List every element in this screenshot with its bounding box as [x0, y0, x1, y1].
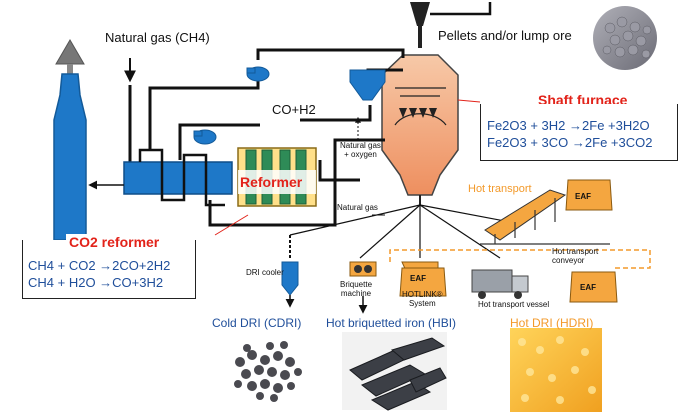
hot-transport-vessel-label: Hot transport vessel [478, 300, 550, 309]
dri-cooler [281, 261, 299, 296]
reformer-label: Reformer [240, 174, 303, 190]
stack [53, 73, 87, 241]
natural-gas-oxygen-label: Natural gas + oxygen [340, 141, 381, 159]
cdri-photo [222, 332, 312, 410]
exhaust-arrow [55, 39, 85, 65]
eaf-top-label: EAF [575, 192, 591, 201]
hot-transport-conveyor-label: Hot transport conveyor [552, 247, 599, 265]
briquette-machine [349, 261, 377, 277]
eaf-left [399, 267, 447, 297]
hotlink-system-label: HOTLINK® System [402, 290, 443, 308]
dri-cooler-label: DRI cooler [246, 268, 284, 277]
co-h2-label: CO+H2 [272, 102, 316, 117]
heat-exchanger [123, 161, 233, 195]
hbi-label: Hot briquetted iron (HBI) [326, 316, 457, 330]
hbi-photo [342, 332, 447, 411]
natural-gas-label: Natural gas [337, 203, 378, 212]
hot-transport-label: Hot transport [468, 183, 532, 195]
co2-reformer-label: CO2 reformer [66, 234, 163, 250]
briquette-machine-label: Briquette machine [340, 280, 373, 298]
cyclone [349, 69, 386, 101]
co2-equation-1: CH4 + CO2 →2CO+2H2 [28, 258, 171, 273]
cdri-label: Cold DRI (CDRI) [212, 316, 302, 330]
shaft-equation-2: Fe2O3 + 3CO →2Fe +3CO2 [487, 135, 653, 150]
co2-equation-2: CH4 + H2O →CO+3H2 [28, 275, 164, 290]
pellets-label: Pellets and/or lump ore [438, 28, 572, 43]
blower-top [246, 66, 270, 82]
hdri-label: Hot DRI (HDRI) [510, 316, 594, 330]
shaft-furnace [381, 54, 459, 196]
hot-transport-loop [389, 249, 651, 269]
shaft-furnace-equation-box: Fe2O3 + 3H2 →2Fe +3H2O Fe2O3 + 3CO →2Fe … [480, 104, 678, 161]
natural-gas-ch4-label: Natural gas (CH4) [105, 30, 210, 45]
eaf-right [569, 271, 618, 303]
shaft-equation-1: Fe2O3 + 3H2 →2Fe +3H2O [487, 118, 650, 133]
eaf-top [565, 179, 613, 211]
eaf-right-label: EAF [580, 283, 596, 292]
feed-hopper [410, 2, 430, 26]
eaf-left-label: EAF [410, 274, 426, 283]
hot-transport-conveyor [484, 189, 567, 241]
blower-mid [193, 129, 217, 145]
hot-transport-vessel [471, 269, 529, 299]
